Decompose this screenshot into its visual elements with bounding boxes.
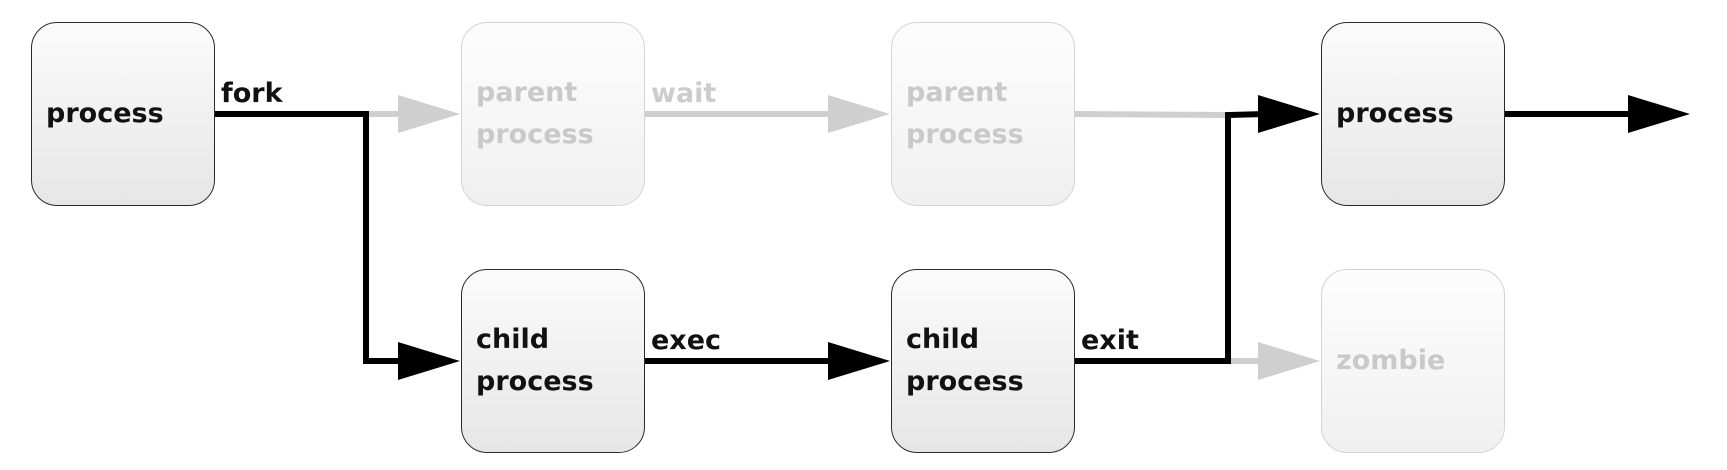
arrowhead-to-zombie	[1258, 342, 1320, 380]
parent-to-merge-connector	[1074, 111, 1229, 118]
child-process-node-1: child process	[461, 269, 645, 453]
child-process-1-label-line1: child	[476, 324, 550, 355]
parent-process-1-label-line1: parent	[476, 77, 578, 108]
child-process-node-2: child process	[891, 269, 1075, 453]
arrowhead-to-child-process-2	[828, 342, 890, 380]
exec-label: exec	[651, 325, 722, 356]
fork-label: fork	[221, 78, 283, 109]
arrowhead-to-parent-process-1	[398, 95, 460, 133]
parent-process-1-label-line2: process	[476, 119, 594, 150]
start-process-node: process	[31, 22, 215, 206]
child-process-2-label-line1: child	[906, 324, 980, 355]
zombie-label: zombie	[1336, 345, 1446, 376]
fork-connector	[215, 111, 400, 364]
arrowhead-to-end-process	[1258, 95, 1320, 133]
start-process-label: process	[46, 98, 164, 129]
parent-process-2-label-line2: process	[906, 119, 1024, 150]
zombie-node: zombie	[1321, 269, 1505, 453]
arrowhead-to-parent-process-2	[828, 95, 890, 133]
exit-label: exit	[1081, 325, 1139, 356]
parent-process-node-1: parent process	[461, 22, 645, 206]
end-process-label: process	[1336, 98, 1454, 129]
arrowhead-to-child-process-1	[398, 342, 460, 380]
parent-process-node-2: parent process	[891, 22, 1075, 206]
parent-process-2-label-line1: parent	[906, 77, 1008, 108]
end-process-node: process	[1321, 22, 1505, 206]
output-arrowhead	[1628, 95, 1690, 133]
child-process-1-label-line2: process	[476, 366, 594, 397]
wait-label: wait	[651, 78, 717, 109]
child-process-2-label-line2: process	[906, 366, 1024, 397]
exit-connector	[1075, 111, 1266, 364]
